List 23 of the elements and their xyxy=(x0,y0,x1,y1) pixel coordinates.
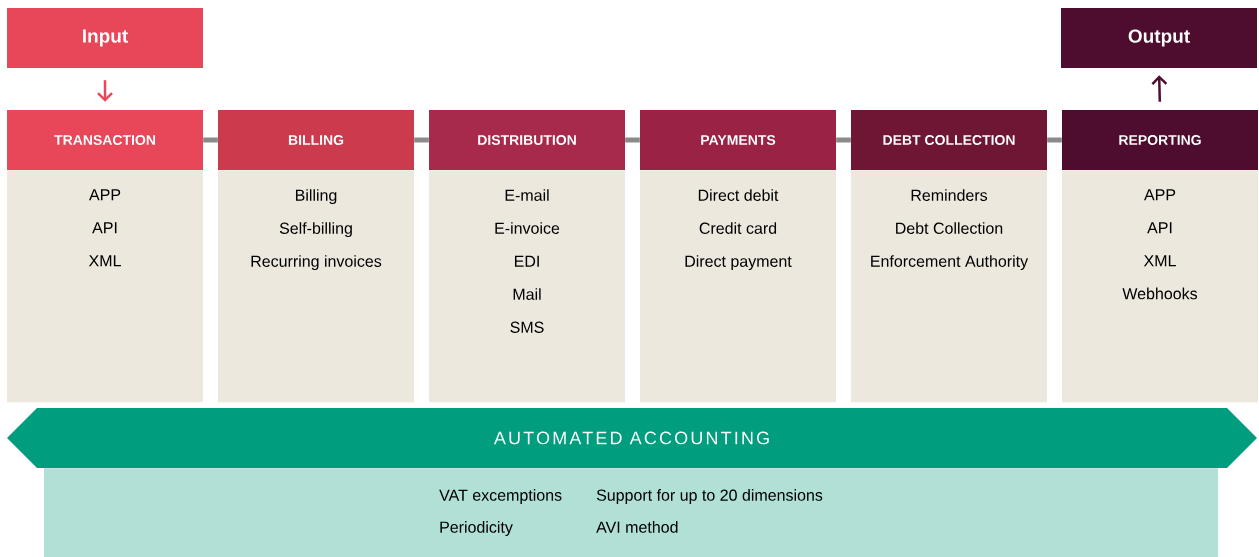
label-box: Output xyxy=(1061,8,1257,68)
accounting-panel: VAT excemptions Support for up to 20 dimensions Periodicity AVI method xyxy=(44,468,1218,557)
column-body: APP API XML xyxy=(7,170,203,403)
column-body: E-mail E-invoice EDI Mail SMS xyxy=(429,170,625,403)
connector-line xyxy=(203,137,218,143)
column-header: DISTRIBUTION xyxy=(429,110,625,170)
column-body: Reminders Debt Collection Enforcement Authority xyxy=(851,170,1047,403)
column-header: PAYMENTS xyxy=(640,110,836,170)
column-header: TRANSACTION xyxy=(7,110,203,170)
arrow xyxy=(97,80,113,102)
connector-line xyxy=(414,137,429,143)
arrow xyxy=(1151,75,1168,102)
column-body: APP API XML Webhooks xyxy=(1062,170,1258,403)
column-body: Direct debit Credit card Direct payment xyxy=(640,170,836,403)
connector-line xyxy=(1047,137,1062,143)
connector-line xyxy=(625,137,640,143)
column-header: DEBT COLLECTION xyxy=(851,110,1047,170)
column-header: BILLING xyxy=(218,110,414,170)
accounting-banner: AUTOMATED ACCOUNTING xyxy=(7,408,1257,468)
connector-line xyxy=(836,137,851,143)
label-box: Input xyxy=(7,8,203,68)
column-header: REPORTING xyxy=(1062,110,1258,170)
column-body: Billing Self-billing Recurring invoices xyxy=(218,170,414,403)
